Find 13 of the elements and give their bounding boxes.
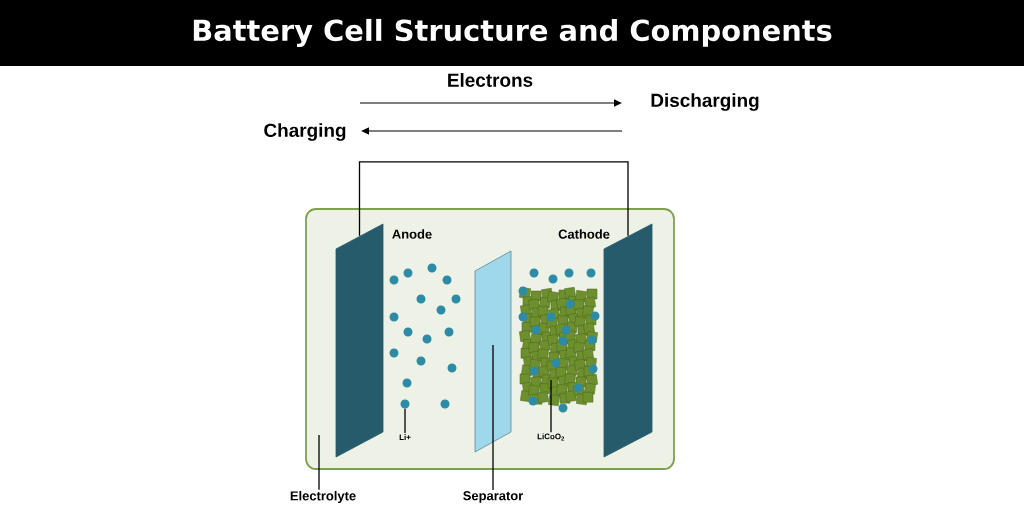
title-bar: Battery Cell Structure and Components: [0, 0, 1024, 66]
electrode-label: Cathode: [558, 229, 610, 239]
wire: [358, 161, 629, 237]
direction-label: Charging: [264, 123, 346, 141]
leader-line: [318, 434, 320, 491]
direction-label: Electrons: [448, 73, 533, 87]
callout-label: Separator: [463, 491, 524, 503]
callout-label: Electrolyte: [290, 490, 356, 504]
direction-label: Discharging: [651, 93, 759, 111]
leader-line: [550, 379, 552, 433]
leader-line: [492, 344, 494, 491]
leader-line: [404, 408, 406, 434]
electrode-label: Anode: [392, 229, 432, 239]
